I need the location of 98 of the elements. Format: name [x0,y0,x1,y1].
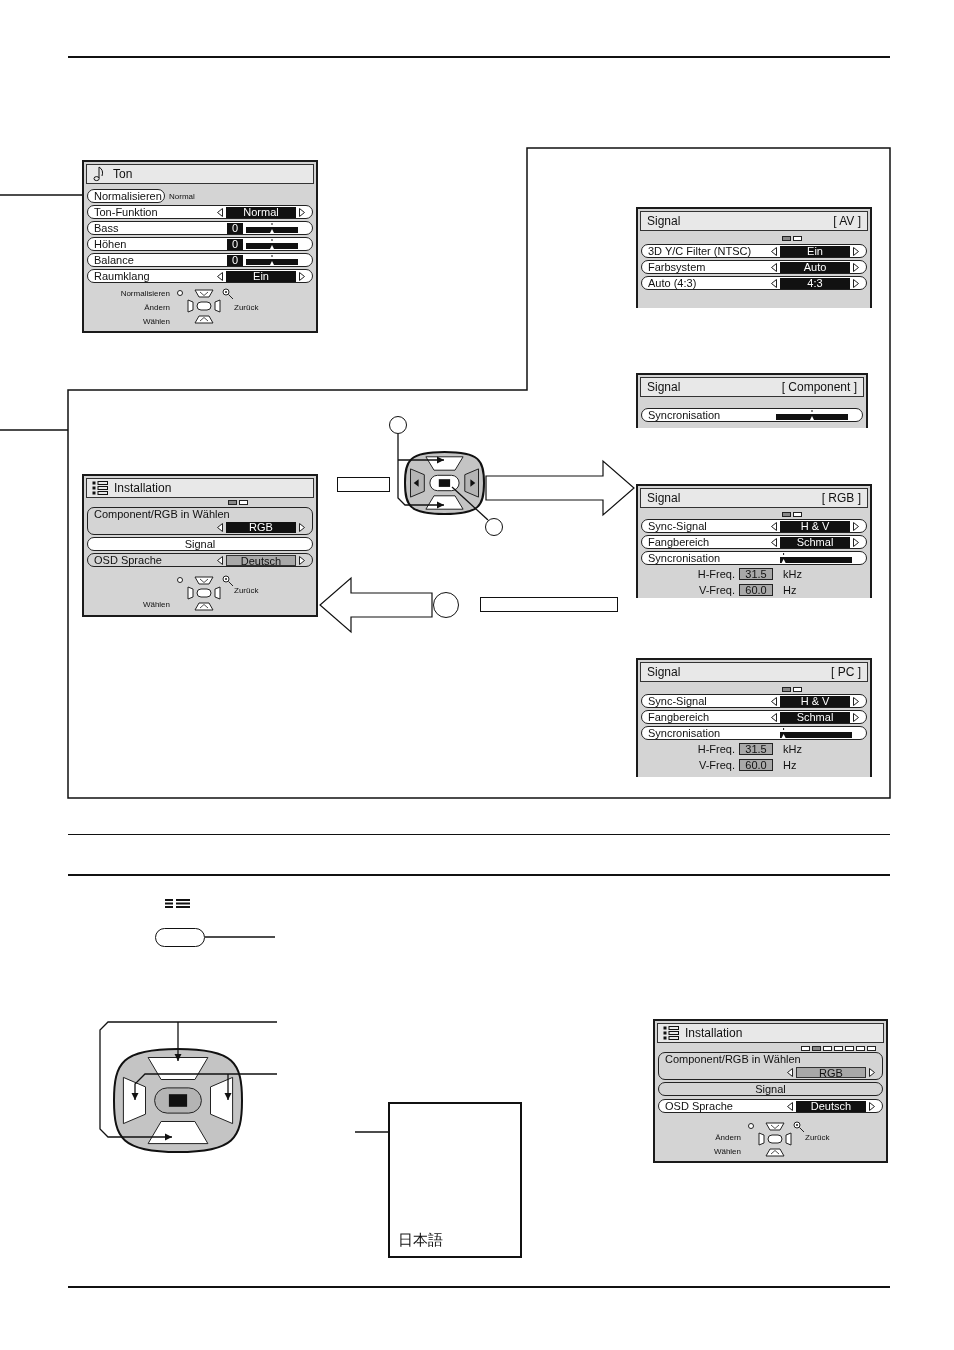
unit-label: Hz [783,584,797,596]
setting-value: 0 [227,223,243,234]
setting-value: 4:3 [780,278,850,289]
setting-value: H & V [780,696,850,707]
leader-line [397,433,445,509]
input-label: [ AV ] [833,214,861,228]
menu-item-label: Sync-Signal [648,520,707,532]
input-label: [ PC ] [831,665,861,679]
menu-title: Signal [647,214,681,228]
menu-screen [653,1019,888,1163]
menu-item-label: Sync-Signal [648,695,707,707]
button-circle [433,592,459,618]
setting-value: RGB [226,522,296,533]
menu-item-label: Syncronisation [648,409,721,421]
menu-title: Signal [647,380,681,394]
input-label: [ RGB ] [821,491,861,505]
frequency-label: H-Freq. [697,743,735,755]
status-text: Normal [169,192,195,201]
key-hint-label: Zurück [234,303,259,313]
menu-title: Installation [114,481,172,495]
setting-value: 0 [227,239,243,250]
key-hint-label: Normalisieren [120,289,170,299]
setting-value: Normal [226,207,296,218]
menu-button: Normalisieren [87,189,165,203]
key-hint-label: Ändern [715,1133,741,1143]
menu-screen [636,373,868,428]
menu-title: Ton [113,167,133,181]
unit-label: Hz [783,759,797,771]
menu-item-label: Fangbereich [648,536,710,548]
setting-value: H & V [780,521,850,532]
menu-item-label: Component/RGB in Wählen [665,1053,801,1065]
key-hint-label: Wählen [142,600,170,610]
menu-item-label: 3D Y/C Filter (NTSC) [648,245,752,257]
setting-value: 0 [227,255,243,266]
frequency-label: V-Freq. [698,584,735,596]
menu-item-label: OSD Sprache [94,554,162,566]
menu-item-label: Höhen [94,238,127,250]
language-list-box [388,1102,522,1258]
menu-title: Installation [685,1026,743,1040]
menu-item-label: Fangbereich [648,711,710,723]
key-hint-label: Ändern [144,303,170,313]
unit-label: kHz [783,743,802,755]
menu-button: Signal [658,1082,883,1096]
menu-item-label: Balance [94,254,134,266]
setting-value: Ein [780,246,850,257]
unit-label: kHz [783,568,802,580]
menu-item-label: Raumklang [94,270,150,282]
input-label: [ Component ] [781,380,857,394]
leader-line [0,429,69,431]
leader-line [131,1073,278,1101]
menu-item-label: Auto (4:3) [648,277,697,289]
key-hint-label: Zurück [805,1133,830,1143]
block-arrow [485,459,635,517]
setting-value: Schmal [780,537,850,548]
key-hint-label: Zurück [234,586,259,596]
callout-circle [389,416,407,434]
frequency-label: V-Freq. [698,759,735,771]
menu-screen [636,207,872,308]
menu-screen [82,474,318,617]
menu-screen [82,160,318,333]
leader-line [204,936,276,938]
direction-pad-picture [113,1048,243,1153]
key-hint-label: Wählen [142,317,170,327]
menu-button: Signal [87,537,313,551]
callout-circle [485,518,503,536]
frequency-label: H-Freq. [697,568,735,580]
key-hint-label: Wählen [713,1147,741,1157]
direction-pad-picture [404,451,485,515]
setting-value: RGB [796,1067,866,1078]
menu-item-label: Component/RGB in Wählen [94,508,230,520]
leader-line [354,1131,389,1133]
menu-title: Signal [647,491,681,505]
menu-screen [636,658,872,777]
frequency-value: 31.5 [739,743,773,755]
leader-line [451,486,489,521]
menu-item-label: OSD Sprache [665,1100,733,1112]
setting-value: Deutsch [796,1101,866,1112]
blank-label-box [337,477,390,492]
leader-line [99,1021,278,1141]
menu-title: Signal [647,665,681,679]
setting-value: Schmal [780,712,850,723]
menu-item-label: Syncronisation [648,727,721,739]
blank-label-box [480,597,618,612]
menu-item-label: Ton-Funktion [94,206,158,218]
menu-screen [636,484,872,598]
setting-value: Deutsch [226,555,296,566]
setting-value: Auto [780,262,850,273]
leader-line [0,194,83,196]
frequency-value: 60.0 [739,584,773,596]
frequency-value: 60.0 [739,759,773,771]
language-option: 日本語 [398,1231,443,1249]
remote-button [155,928,205,947]
menu-item-label: Bass [94,222,119,234]
menu-item-label: Farbsystem [648,261,706,273]
menu-item-label: Syncronisation [648,552,721,564]
setting-value: Ein [226,271,296,282]
frequency-value: 31.5 [739,568,773,580]
section-frame [68,148,890,798]
